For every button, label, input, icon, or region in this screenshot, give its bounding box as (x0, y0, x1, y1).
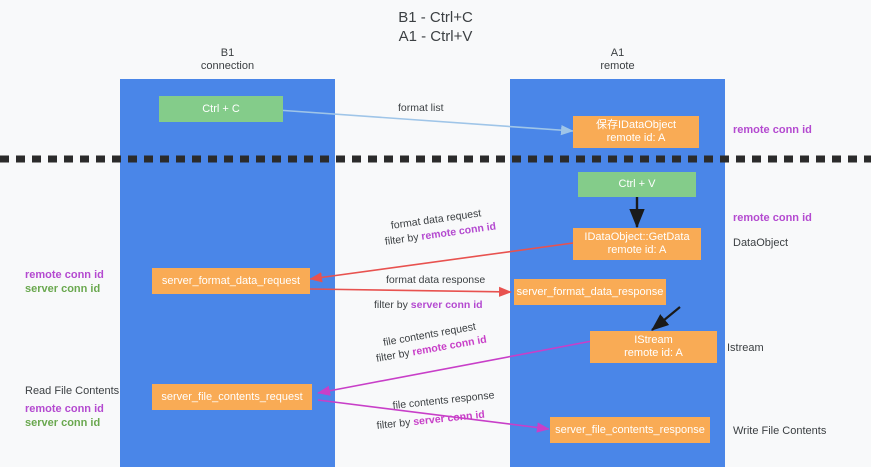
lane-header-a1: A1 remote (530, 47, 705, 73)
filter-prefix-1: filter by (384, 230, 423, 248)
side-label-dataobject: DataObject (733, 237, 789, 249)
lane-header-b1-name: B1 (220, 47, 235, 59)
edge-label-format-data-response: format data response (386, 274, 486, 286)
node-istream-line2: remote id: A (624, 347, 683, 359)
title-line-2: A1 - Ctrl+V (398, 28, 473, 45)
node-ctrl-c[interactable]: Ctrl + C (159, 96, 283, 122)
node-server-format-data-response-label: server_format_data_response (516, 285, 664, 298)
node-server-format-data-response[interactable]: server_format_data_response (514, 279, 666, 305)
node-ctrl-v-label: Ctrl + V (618, 178, 656, 190)
node-getdata-line1: IDataObject::GetData (584, 231, 690, 243)
node-server-file-contents-request[interactable]: server_file_contents_request (152, 384, 312, 410)
node-server-format-data-request-label: server_format_data_request (161, 274, 301, 287)
side-label-write-file-contents: Write File Contents (733, 425, 827, 437)
node-getdata-line2: remote id: A (607, 244, 667, 256)
node-server-file-contents-request-label: server_file_contents_request (161, 390, 303, 403)
side-label-remote-conn-id-top: remote conn id (733, 124, 812, 136)
node-save-idataobject-line2: remote id: A (606, 132, 666, 144)
node-server-file-contents-response-label: server_file_contents_response (555, 423, 705, 436)
node-save-idataobject[interactable]: 保存IDataObject remote id: A (573, 116, 699, 148)
node-server-format-data-request[interactable]: server_format_data_request (152, 268, 310, 294)
filter-key-4: server conn id (412, 408, 486, 429)
side-label-read-file-contents: Read File Contents (25, 385, 120, 397)
title-line-1: B1 - Ctrl+C (398, 9, 473, 26)
side-label-left-server-conn-id-bottom: server conn id (25, 417, 101, 429)
filter-key-2: server conn id (410, 299, 483, 311)
node-server-file-contents-response[interactable]: server_file_contents_response (550, 417, 710, 443)
node-ctrl-v[interactable]: Ctrl + V (578, 172, 696, 197)
lane-header-a1-sub: remote (600, 60, 635, 72)
side-label-left-remote-conn-id-bottom: remote conn id (25, 403, 104, 415)
side-label-remote-conn-id-mid: remote conn id (733, 212, 812, 224)
node-ctrl-c-label: Ctrl + C (202, 102, 240, 115)
node-idataobject-getdata[interactable]: IDataObject::GetData remote id: A (573, 228, 701, 260)
side-label-istream: Istream (727, 342, 764, 354)
node-save-idataobject-line1: 保存IDataObject (595, 119, 677, 131)
lane-header-b1-sub: connection (200, 60, 255, 72)
lane-header-b1: B1 connection (140, 47, 315, 73)
filter-prefix-2: filter by (374, 299, 411, 311)
side-label-left-remote-conn-id-mid: remote conn id (25, 269, 104, 281)
edge-label-format-list: format list (398, 102, 444, 114)
filter-prefix-4: filter by (376, 416, 414, 432)
node-istream-line1: IStream (634, 334, 673, 346)
filter-prefix-3: filter by (375, 346, 414, 365)
edge-label-format-data-response-filter: filter by server conn id (374, 298, 483, 312)
lane-header-a1-name: A1 (610, 47, 625, 59)
node-istream[interactable]: IStream remote id: A (590, 331, 717, 363)
diagram-title: B1 - Ctrl+C A1 - Ctrl+V (0, 8, 871, 46)
edge-format-data-response (309, 286, 512, 297)
side-label-left-server-conn-id-mid: server conn id (25, 283, 101, 295)
